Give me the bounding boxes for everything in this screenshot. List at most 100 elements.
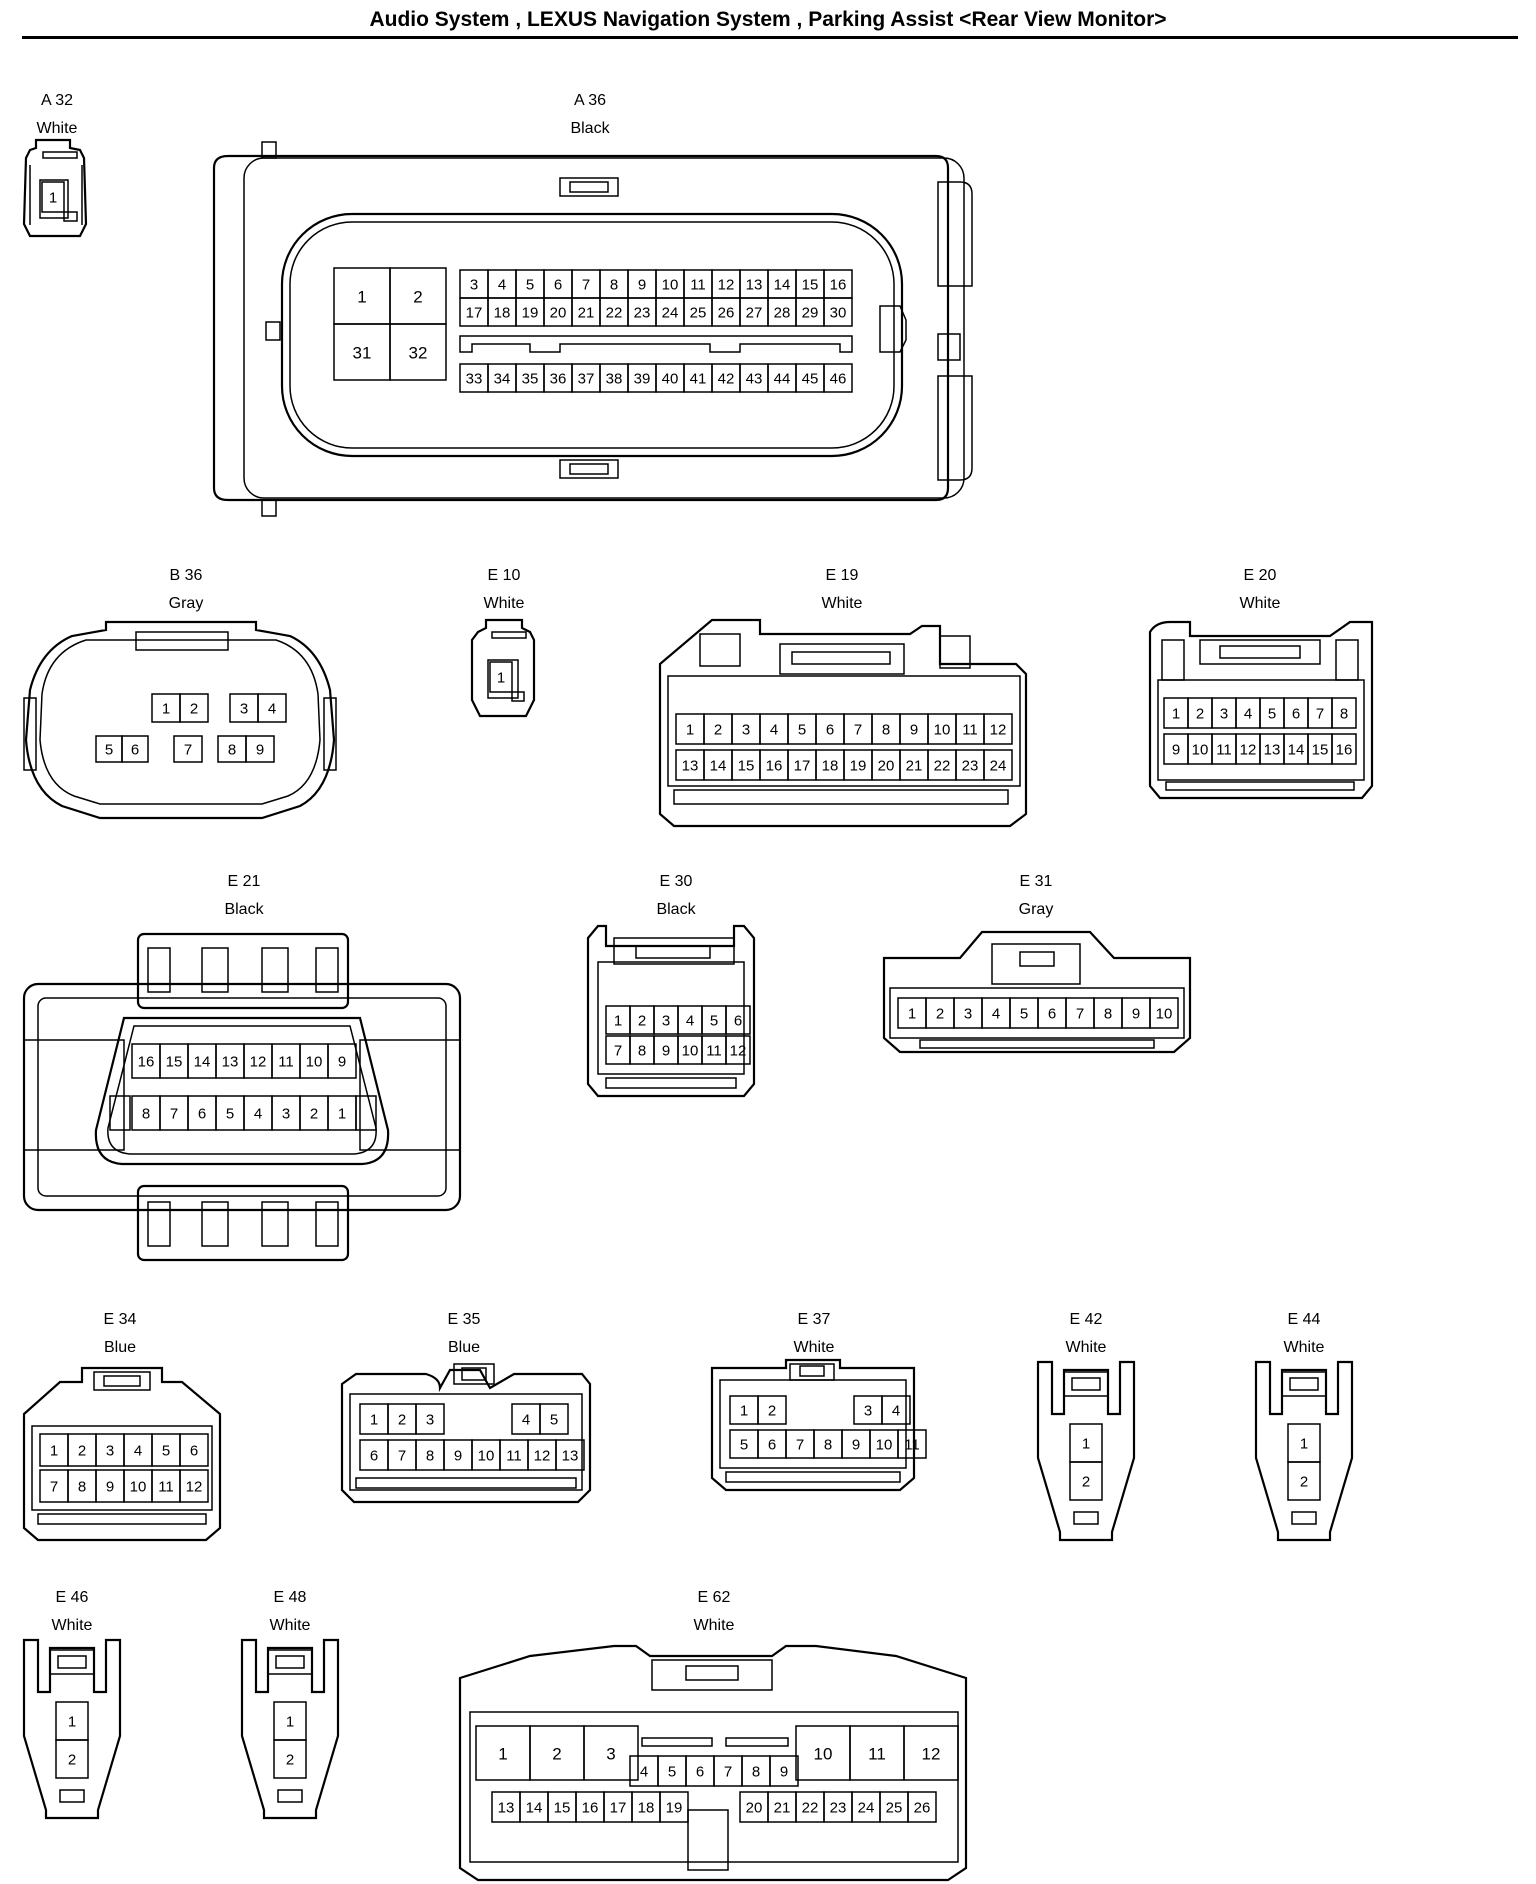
pin-number-label: 2: [286, 1752, 294, 1769]
pin-number-label: 8: [1104, 1006, 1112, 1023]
pin-number-label: 9: [1132, 1006, 1140, 1023]
pin-number-label: 38: [606, 371, 623, 388]
housing-outline: [667, 675, 1021, 787]
connector-color-label: Gray: [169, 595, 204, 612]
pin-number-label: 21: [774, 1800, 791, 1817]
pin-number-label: 9: [852, 1437, 860, 1454]
housing-outline: [267, 1649, 313, 1675]
housing-outline: [461, 1367, 487, 1381]
pin-number-label: 14: [526, 1800, 543, 1817]
housing-outline: [673, 789, 1009, 805]
pin-number-label: 5: [1268, 706, 1276, 723]
pin-number-label: 9: [780, 1764, 788, 1781]
housing-outline: [280, 212, 904, 458]
pin-number-label: 2: [714, 722, 722, 739]
pin-number-label: 2: [552, 1745, 561, 1764]
pin-number-label: 3: [426, 1412, 434, 1429]
connector-id-label: E 31: [1020, 873, 1053, 890]
pin-cell: [769, 1755, 799, 1787]
pin-number-label: 36: [550, 371, 567, 388]
pin-number-label: 2: [936, 1006, 944, 1023]
connector-id-label: E 10: [488, 567, 521, 584]
housing-outline: [469, 1711, 959, 1863]
pin-number-label: 6: [1292, 706, 1300, 723]
connector-id-label: A 36: [574, 92, 606, 109]
housing-outline: [23, 1039, 125, 1151]
pin-number-label: 12: [718, 277, 735, 294]
pin-number-label: 40: [662, 371, 679, 388]
pin-number-label: 9: [256, 742, 264, 759]
connector-color-label: White: [1240, 595, 1281, 612]
pin-number-label: 3: [742, 722, 750, 739]
pin-number-label: 32: [409, 344, 428, 363]
pin-cell: [757, 1395, 787, 1425]
pin-number-label: 20: [550, 305, 567, 322]
housing-outline: [641, 1737, 713, 1747]
housing-outline: [355, 1477, 577, 1489]
pin-cell: [725, 1005, 751, 1035]
pin-number-label: 11: [904, 1437, 920, 1454]
pin-number-label: 1: [908, 1006, 916, 1023]
housing-outline: [882, 930, 1192, 1054]
pin-cell: [881, 1395, 911, 1425]
housing-outline: [201, 1201, 229, 1247]
connector-color-label: Black: [224, 901, 264, 918]
pin-number-label: 45: [802, 371, 819, 388]
pin-number-label: 2: [68, 1752, 76, 1769]
connector-color-label: Black: [570, 120, 610, 137]
housing-outline: [635, 945, 711, 959]
housing-outline: [605, 1077, 737, 1089]
housing-outline: [725, 1471, 901, 1483]
pin-number-label: 10: [682, 1043, 699, 1060]
connector-color-label: White: [37, 120, 78, 137]
housing-outline: [201, 947, 229, 993]
connector-id-label: E 37: [798, 1311, 831, 1328]
pin-number-label: 1: [497, 670, 505, 687]
pin-number-label: 12: [922, 1745, 941, 1764]
housing-outline: [22, 138, 88, 238]
pin-number-label: 24: [662, 305, 679, 322]
housing-outline: [569, 181, 609, 193]
pin-number-label: 30: [830, 305, 847, 322]
connector-id-label: E 19: [826, 567, 859, 584]
pin-number-label: 35: [522, 371, 539, 388]
pin-number-label: 23: [962, 758, 979, 775]
pin-number-label: 34: [494, 371, 511, 388]
pin-number-label: 16: [582, 1800, 599, 1817]
housing-outline: [349, 1393, 583, 1491]
connector-color-label: White: [794, 1339, 835, 1356]
pin-cell: [555, 1439, 585, 1471]
pin-number-label: 3: [470, 277, 478, 294]
pin-number-label: 1: [68, 1714, 76, 1731]
pin-number-label: 18: [638, 1800, 655, 1817]
pin-cell: [983, 713, 1013, 745]
pin-number-label: 1: [357, 288, 366, 307]
housing-outline: [1254, 1360, 1354, 1542]
pin-number-label: 14: [710, 758, 727, 775]
pin-number-label: 9: [910, 722, 918, 739]
pin-number-label: 29: [802, 305, 819, 322]
pin-number-label: 39: [634, 371, 651, 388]
pin-number-label: 4: [992, 1006, 1000, 1023]
pin-number-label: 3: [1220, 706, 1228, 723]
pin-number-label: 20: [878, 758, 895, 775]
connector-id-label: E 21: [228, 873, 261, 890]
pin-number-label: 4: [770, 722, 778, 739]
connector-id-label: E 42: [1070, 1311, 1103, 1328]
connector-color-label: White: [270, 1617, 311, 1634]
housing-outline: [559, 177, 619, 197]
connector-color-label: Blue: [104, 1339, 136, 1356]
housing-outline: [1335, 639, 1359, 681]
connector-id-label: E 48: [274, 1589, 307, 1606]
connector-id-label: E 30: [660, 873, 693, 890]
connector-color-label: Black: [656, 901, 696, 918]
housing-outline: [1036, 1360, 1136, 1542]
pin-number-label: 15: [802, 277, 819, 294]
pin-number-label: 10: [814, 1745, 833, 1764]
pin-number-label: 6: [768, 1437, 776, 1454]
pin-cell: [245, 735, 275, 763]
pin-cell: [173, 735, 203, 763]
